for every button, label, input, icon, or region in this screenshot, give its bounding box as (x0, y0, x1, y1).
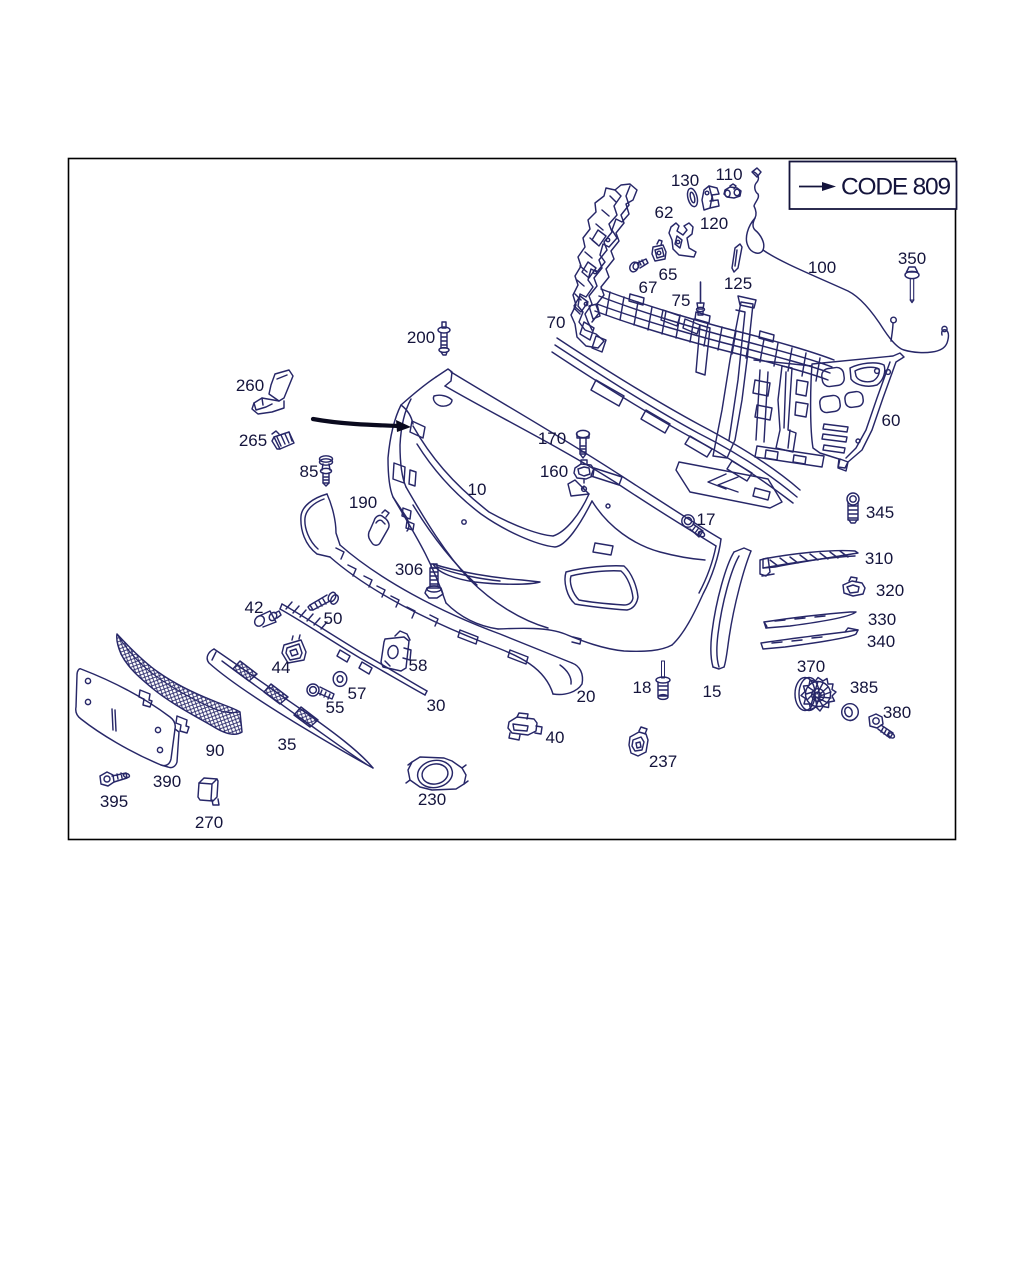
svg-text:100: 100 (808, 258, 836, 277)
svg-text:260: 260 (236, 376, 264, 395)
svg-text:350: 350 (898, 249, 926, 268)
svg-text:60: 60 (882, 411, 901, 430)
svg-text:265: 265 (239, 431, 267, 450)
svg-text:237: 237 (649, 752, 677, 771)
svg-text:55: 55 (326, 698, 345, 717)
svg-text:57: 57 (348, 684, 367, 703)
svg-text:67: 67 (639, 278, 658, 297)
svg-text:62: 62 (655, 203, 674, 222)
svg-text:15: 15 (703, 682, 722, 701)
svg-text:200: 200 (407, 328, 435, 347)
svg-text:345: 345 (866, 503, 894, 522)
svg-text:306: 306 (395, 560, 423, 579)
svg-text:270: 270 (195, 813, 223, 832)
svg-text:340: 340 (867, 632, 895, 651)
svg-text:42: 42 (245, 598, 264, 617)
svg-text:230: 230 (418, 790, 446, 809)
svg-text:385: 385 (850, 678, 878, 697)
svg-text:30: 30 (427, 696, 446, 715)
svg-text:320: 320 (876, 581, 904, 600)
svg-text:160: 160 (540, 462, 568, 481)
svg-text:70: 70 (547, 313, 566, 332)
svg-text:10: 10 (468, 480, 487, 499)
svg-text:380: 380 (883, 703, 911, 722)
svg-text:170: 170 (538, 429, 566, 448)
svg-text:190: 190 (349, 493, 377, 512)
svg-text:65: 65 (659, 265, 678, 284)
svg-text:50: 50 (324, 609, 343, 628)
svg-text:125: 125 (724, 274, 752, 293)
svg-text:330: 330 (868, 610, 896, 629)
svg-text:390: 390 (153, 772, 181, 791)
svg-text:130: 130 (671, 171, 699, 190)
svg-text:75: 75 (672, 291, 691, 310)
svg-text:110: 110 (715, 165, 742, 184)
svg-text:90: 90 (206, 741, 225, 760)
svg-text:18: 18 (633, 678, 652, 697)
svg-text:310: 310 (865, 549, 893, 568)
svg-text:40: 40 (546, 728, 565, 747)
svg-text:35: 35 (278, 735, 297, 754)
svg-text:CODE 809: CODE 809 (841, 174, 950, 201)
svg-text:85: 85 (300, 462, 319, 481)
svg-text:120: 120 (700, 214, 728, 233)
svg-text:370: 370 (797, 657, 825, 676)
svg-text:44: 44 (272, 658, 291, 677)
svg-text:17: 17 (697, 510, 716, 529)
svg-text:395: 395 (100, 792, 128, 811)
svg-text:58: 58 (409, 656, 428, 675)
svg-text:20: 20 (577, 687, 596, 706)
